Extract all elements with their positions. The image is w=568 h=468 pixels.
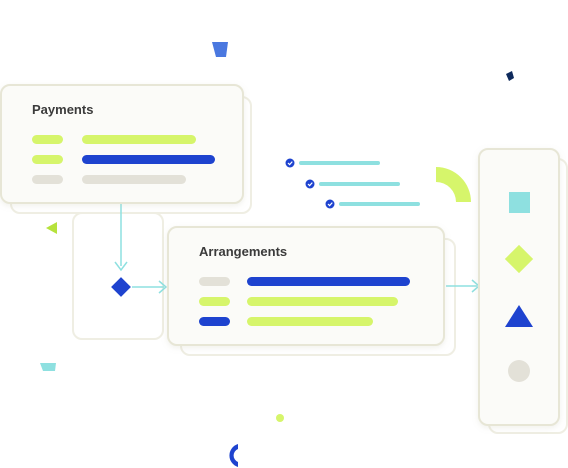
check-circle-icon <box>325 199 335 209</box>
arrangements-row-2-bar <box>247 297 398 306</box>
lime-triangle-shape <box>46 222 57 234</box>
shape-palette-card <box>478 148 560 426</box>
payments-row-2-tag <box>32 155 63 164</box>
check-circle-icon <box>285 158 295 168</box>
teal-square-icon <box>509 192 530 213</box>
checklist-line-3 <box>339 202 420 206</box>
arrangements-row-2-tag <box>199 297 230 306</box>
lime-dot-shape <box>276 414 284 422</box>
shape-palette-icons <box>504 192 534 382</box>
payments-title: Payments <box>32 102 94 117</box>
check-circle-icon <box>305 179 315 189</box>
checklist-line-1 <box>299 161 380 165</box>
teal-chip-shape <box>40 363 56 371</box>
payments-row-3-tag <box>32 175 63 184</box>
lime-arc-shape <box>436 167 471 202</box>
arrangements-row-3-tag <box>199 317 230 326</box>
arrangements-row-1-bar <box>247 277 410 286</box>
payments-row-3-bar <box>82 175 186 184</box>
payments-row-1-tag <box>32 135 63 144</box>
navy-chip-shape <box>506 71 514 81</box>
payments-row-2-bar <box>82 155 215 164</box>
checklist-line-2 <box>319 182 400 186</box>
blue-triangle-icon <box>505 305 533 327</box>
arrangements-row-1-tag <box>199 277 230 286</box>
decision-diamond-icon <box>111 277 131 297</box>
connector-arrowhead-right <box>158 280 168 294</box>
arrangements-row-3-bar <box>247 317 373 326</box>
grey-circle-icon <box>508 360 530 382</box>
blue-parallelogram-shape <box>212 42 228 57</box>
lime-diamond-icon <box>504 244 534 274</box>
arrangements-card: Arrangements <box>167 226 445 346</box>
payments-row-1-bar <box>82 135 196 144</box>
arrangements-title: Arrangements <box>199 244 288 259</box>
connector-arrowhead-down <box>114 261 128 272</box>
blue-crescent-shape <box>229 444 238 467</box>
payments-card: Payments <box>0 84 244 204</box>
